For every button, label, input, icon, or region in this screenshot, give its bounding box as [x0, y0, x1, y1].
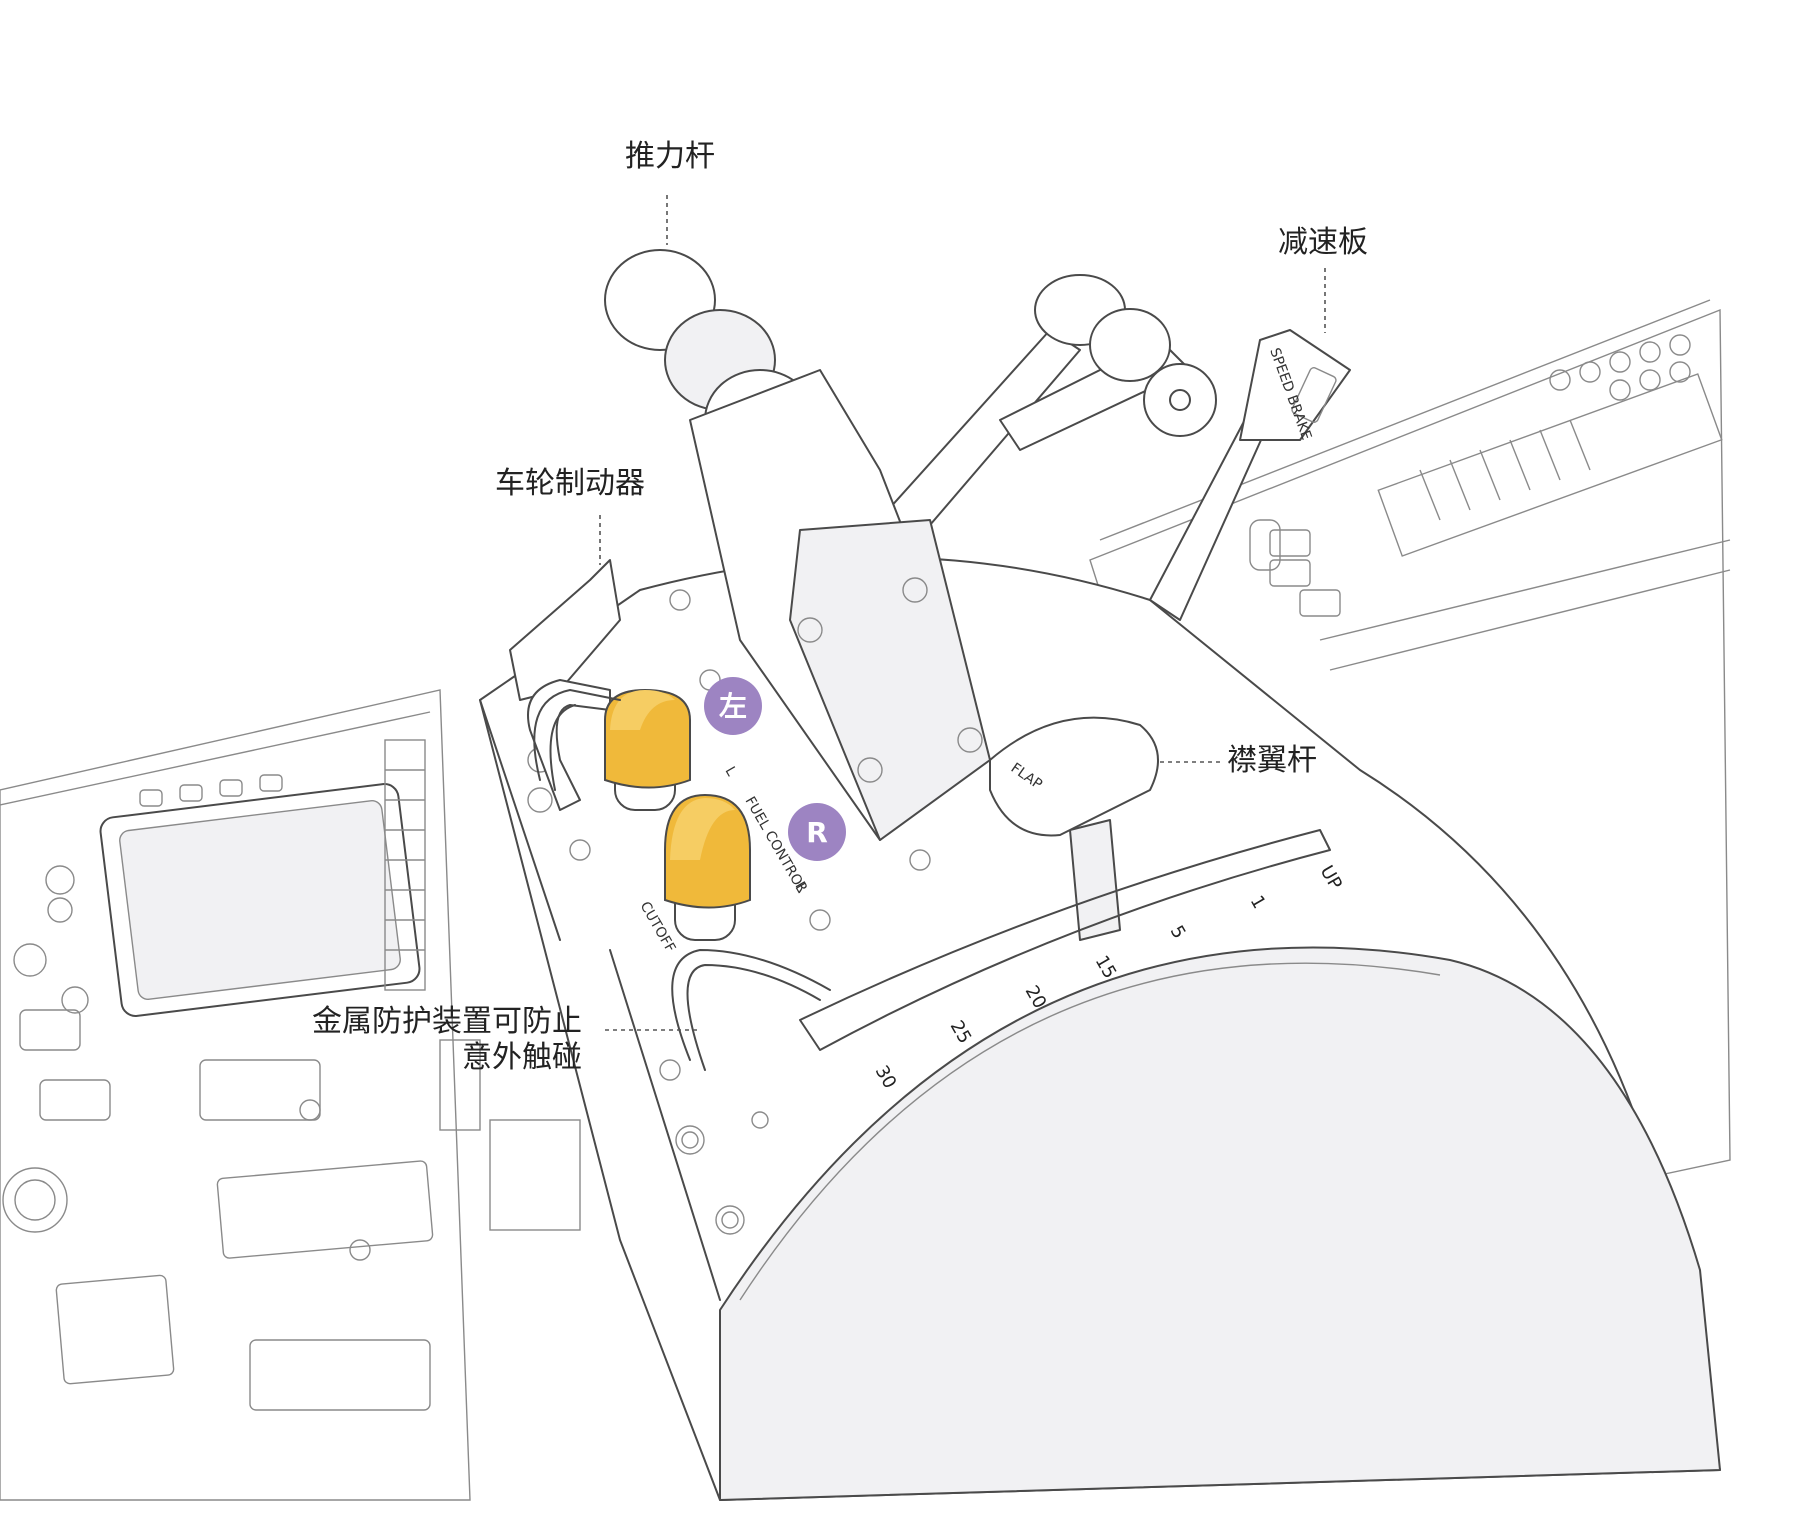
speed-brake-lever: SPEED BRAKE — [1149, 329, 1351, 621]
speed-brake-label: 减速板 — [1278, 225, 1368, 260]
left-console-panel — [0, 689, 581, 1501]
metal-guard — [533, 689, 831, 1071]
left-badge-text: 左 — [719, 690, 747, 723]
metal-guard-label-line1: 金属防护装置可防止 — [312, 1004, 582, 1039]
fuel-control-switch-left — [604, 688, 691, 811]
metal-guard-label-line2: 意外触碰 — [462, 1040, 582, 1075]
callout-leaders — [599, 195, 1326, 1031]
wheel-brake-handle — [509, 559, 621, 811]
thrust-lever-label: 推力杆 — [625, 139, 715, 174]
right-badge-text: R — [806, 816, 828, 849]
fuel-control-switch-right — [664, 793, 751, 941]
throttle-pedestal — [479, 556, 1721, 1501]
left-badge: 左 — [704, 677, 762, 735]
flap-lever-label: 襟翼杆 — [1227, 743, 1317, 778]
wheel-brake-label: 车轮制动器 — [495, 466, 645, 501]
flap-lever: FLAP — [799, 716, 1331, 1051]
thrust-levers — [604, 249, 1217, 841]
right-badge: R — [788, 803, 846, 861]
